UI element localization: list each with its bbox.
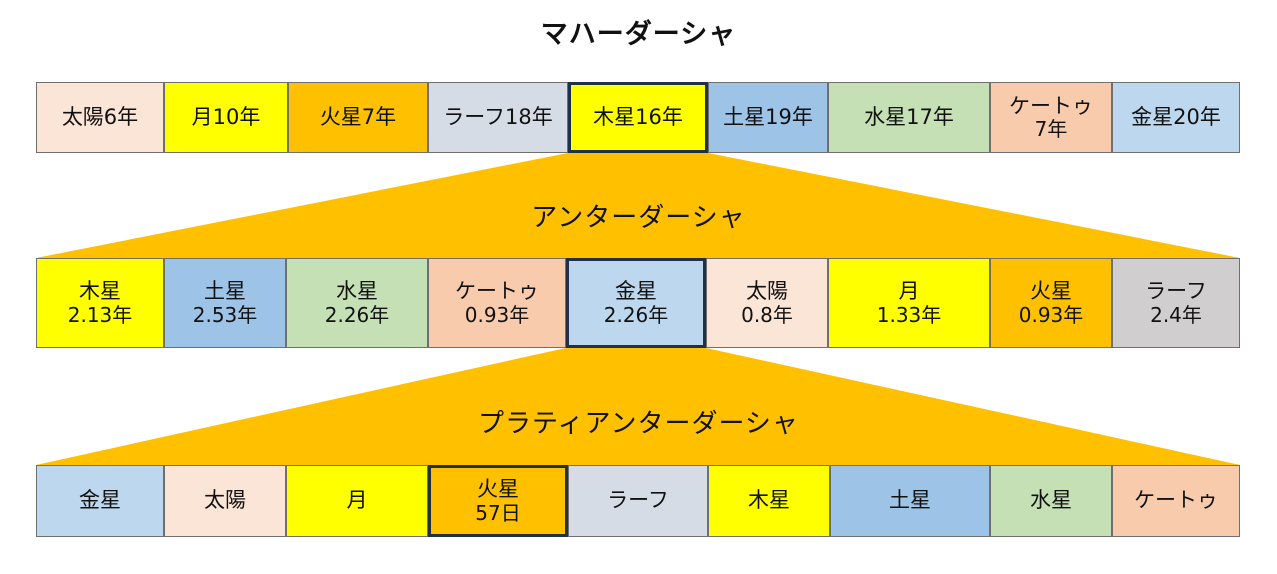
praty-planet-label: 木星 [748,488,790,513]
praty-planet-label: ケートゥ [1134,488,1218,513]
antar-period-label: 2.13年 [67,302,133,327]
praty-planet-label: ラーフ [607,488,669,513]
praty-planet-label: 水星 [1030,488,1072,513]
mahadasha-title: マハーダーシャ [540,19,737,50]
maha-cell-6: 水星17年 [828,82,990,153]
maha-planet-label: 月10年 [191,104,261,129]
maha-cell-8: 金星20年 [1112,82,1240,153]
antardasha-title: アンターダーシャ [531,203,746,233]
antar-period-label: 2.26年 [324,302,390,327]
maha-planet-label: ラーフ18年 [443,104,553,129]
maha-cell-4: 木星16年 [568,82,708,153]
maha-planet-label: 土星19年 [723,104,813,129]
maha-cell-3: ラーフ18年 [428,82,568,153]
maha-planet-label: 水星17年 [864,104,954,129]
pratyantardasha-funnel [36,348,1240,465]
pratyantardasha-title: プラティアンターダーシャ [478,409,799,439]
maha-planet-label: 金星20年 [1131,104,1221,129]
praty-cell-6: 土星 [830,465,990,537]
antar-period-label: 1.33年 [876,302,942,327]
praty-period-label: 57日 [475,500,521,525]
praty-planet-label: 火星 [477,477,519,502]
praty-cell-2: 月 [286,465,428,537]
antar-planet-label: 月 [898,279,920,304]
antardasha-funnel [36,153,1240,258]
praty-planet-label: 土星 [889,488,931,513]
antar-period-label: 0.93年 [464,302,530,327]
praty-cell-5: 木星 [708,465,830,537]
praty-planet-label: 月 [346,488,368,513]
praty-cell-7: 水星 [990,465,1112,537]
praty-planet-label: 太陽 [204,488,246,513]
antar-period-label: 2.4年 [1150,302,1202,327]
antar-planet-label: 火星 [1030,279,1072,304]
antar-planet-label: ケートゥ [455,279,539,304]
antar-planet-label: 太陽 [746,279,788,304]
maha-cell-2: 火星7年 [288,82,428,153]
antar-planet-label: ラーフ [1145,279,1207,304]
antar-planet-label: 水星 [336,279,378,304]
maha-planet-label: 木星16年 [593,104,683,129]
maha-planet-label: 火星7年 [319,104,397,129]
praty-cell-1: 太陽 [164,465,286,537]
antar-period-label: 0.8年 [741,302,793,327]
antar-planet-label: 木星 [79,279,121,304]
maha-cell-1: 月10年 [164,82,288,153]
antar-period-label: 2.26年 [603,302,669,327]
antar-period-label: 2.53年 [192,302,258,327]
praty-cell-8: ケートゥ [1112,465,1240,537]
maha-planet-label: ケートゥ [1009,93,1093,118]
praty-planet-label: 金星 [79,488,121,513]
maha-planet-label: 太陽6年 [61,104,139,129]
maha-period-label: 7年 [1034,117,1068,142]
praty-cell-4: ラーフ [568,465,708,537]
antar-planet-label: 土星 [204,279,246,304]
antar-planet-label: 金星 [615,279,657,304]
maha-cell-0: 太陽6年 [36,82,164,153]
maha-cell-5: 土星19年 [708,82,828,153]
praty-cell-0: 金星 [36,465,164,537]
antar-period-label: 0.93年 [1018,302,1084,327]
